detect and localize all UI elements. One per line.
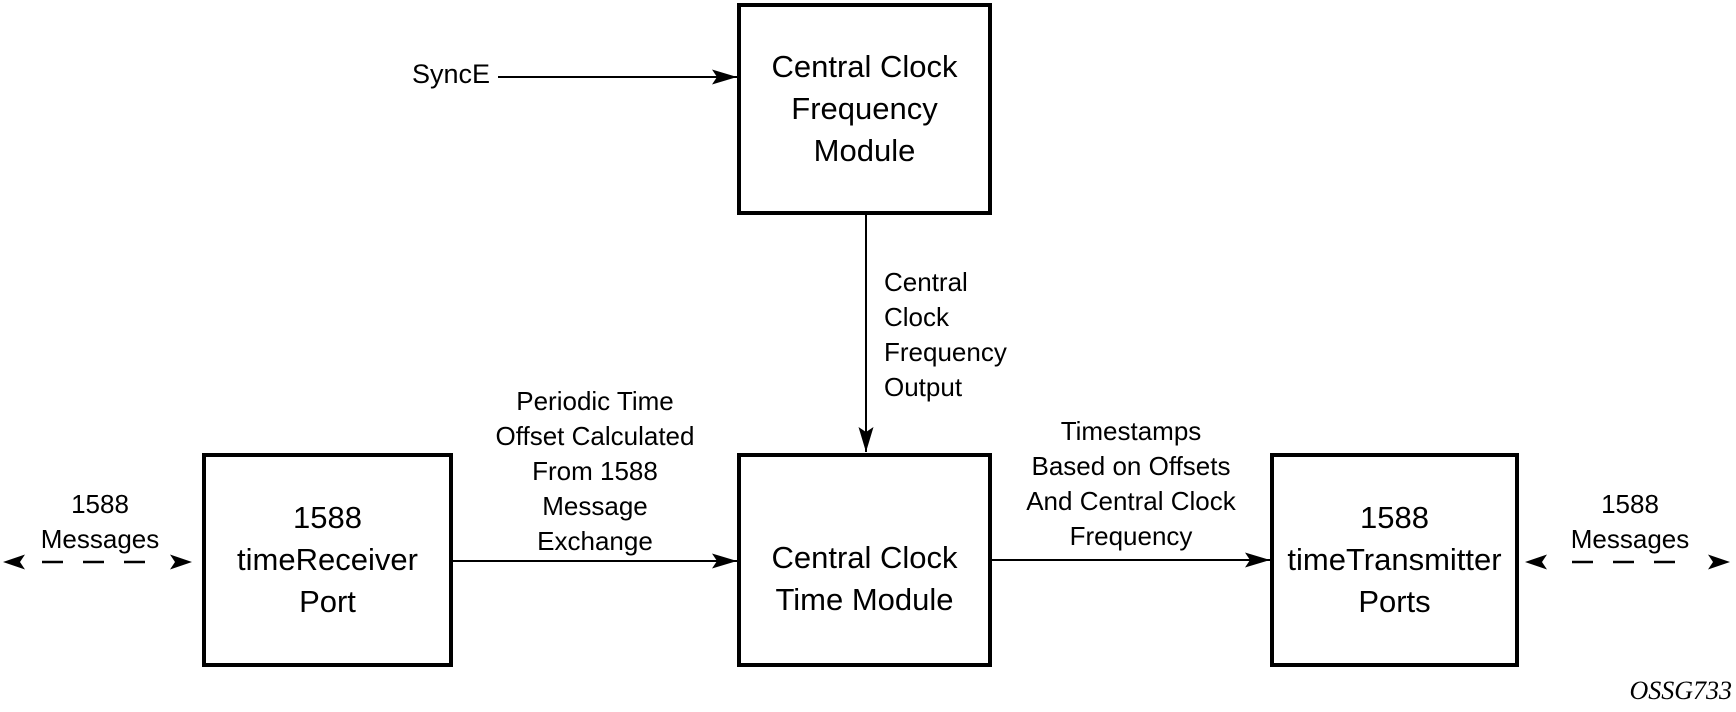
messages-right-label: 1588 Messages <box>1570 489 1690 554</box>
right-arrowhead-icon <box>1708 554 1730 570</box>
time-receiver-port-label: 1588 timeReceiver Port <box>237 500 418 619</box>
central-clock-frequency-module-label: Central Clock Frequency Module <box>771 49 958 168</box>
frequency-output-label: Central Clock Frequency Output <box>884 267 1007 402</box>
right-arrowhead-icon <box>170 554 192 570</box>
left-arrowhead-icon <box>1525 554 1547 570</box>
left-arrowhead-icon <box>3 554 25 570</box>
timestamps-label: Timestamps Based on Offsets And Central … <box>1026 416 1236 551</box>
time-receiver-port-box: 1588 timeReceiver Port <box>202 453 453 667</box>
messages-left-label: 1588 Messages <box>40 489 160 554</box>
time-transmitter-ports-box: 1588 timeTransmitter Ports <box>1270 453 1519 667</box>
central-clock-time-module-label: Central Clock Time Module <box>771 540 958 617</box>
synce-label: SyncE <box>411 59 490 89</box>
time-transmitter-ports-label: 1588 timeTransmitter Ports <box>1287 500 1502 619</box>
periodic-offset-label: Periodic Time Offset Calculated From 158… <box>495 386 695 556</box>
figure-code: OSSG733 <box>1629 676 1732 705</box>
messages-right-dashed-arrow <box>1525 554 1730 570</box>
messages-left-dashed-arrow <box>3 554 192 570</box>
central-clock-time-module-box: Central Clock Time Module <box>737 453 992 667</box>
central-clock-frequency-module-box: Central Clock Frequency Module <box>737 3 992 215</box>
